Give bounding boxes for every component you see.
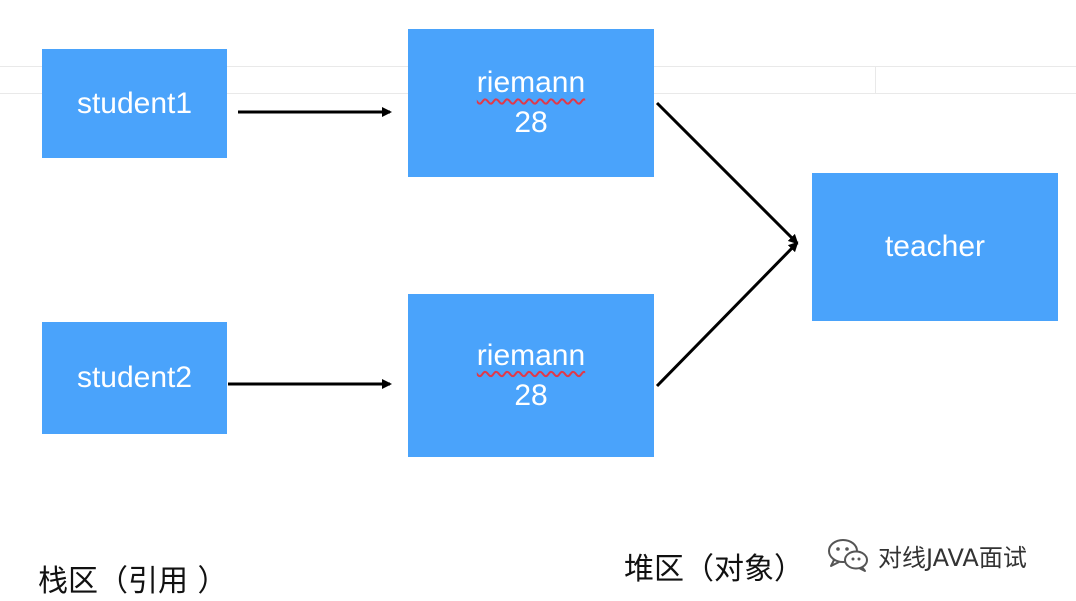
ref-box-student1: student1 [42,49,227,158]
object-1-name: riemann [476,66,586,99]
object-box-2: riemann 28 [408,294,654,457]
watermark-text: 对线JAVA面试 [878,543,1027,572]
ref-label-student1: student1 [76,86,193,120]
stack-area-label: 栈区（引用 ） [38,564,228,599]
object-box-1: riemann 28 [408,29,654,177]
object-2-name: riemann [476,338,586,372]
ref-box-student2: student2 [42,322,227,434]
wechat-icon [828,539,868,572]
teacher-box: teacher [812,173,1058,321]
arrow-object1-to-teacher [655,101,799,245]
arrow-object2-to-teacher [655,241,799,388]
watermark: 对线JAVA面试 [826,535,1027,575]
object-1-age: 28 [514,106,548,139]
teacher-label: teacher [884,230,986,263]
heap-area-label: 堆区（对象） [624,552,804,587]
background-rule-vertical [875,66,876,94]
object-2-age: 28 [514,378,548,412]
ref-label-student2: student2 [76,361,193,394]
